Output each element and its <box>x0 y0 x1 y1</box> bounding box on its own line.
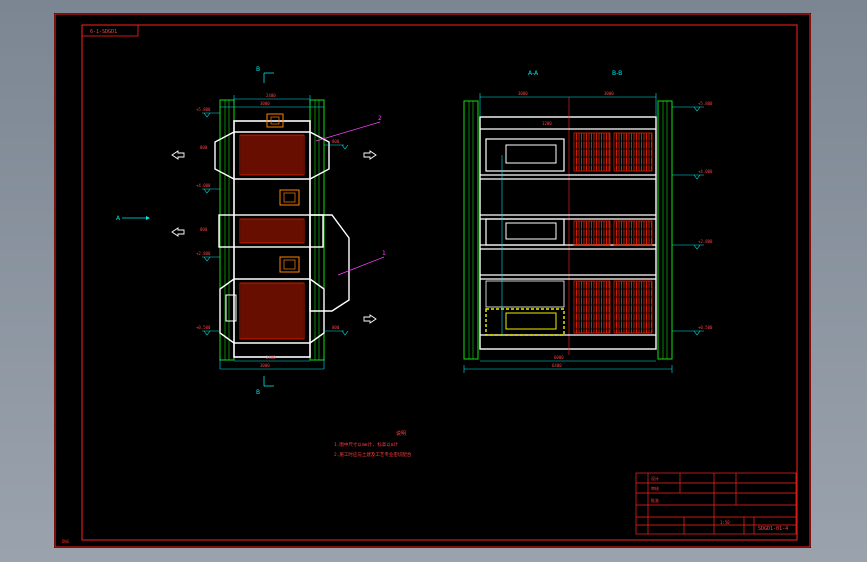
section-column-left <box>463 100 479 360</box>
svg-text:+0.500: +0.500 <box>698 325 713 330</box>
leader-line-2 <box>315 121 381 142</box>
leader-line-1 <box>337 256 385 276</box>
callout-2: 2 <box>378 115 382 122</box>
note-2: 2.施工时应与土建及工艺专业密切配合 <box>334 451 412 458</box>
svg-text:800: 800 <box>332 325 340 330</box>
svg-text:+4.000: +4.000 <box>196 183 211 188</box>
svg-text:3000: 3000 <box>604 91 614 96</box>
svg-text:+5.800: +5.800 <box>698 101 713 106</box>
section-dimensions <box>463 93 704 373</box>
plan-dimensions <box>202 95 344 370</box>
section-view[interactable]: A-A B-B <box>463 70 713 373</box>
title-scale: 1:50 <box>720 520 730 525</box>
plan-access-box-1 <box>266 113 284 128</box>
plan-elevation-marks <box>203 112 349 336</box>
svg-text:B: B <box>256 66 260 73</box>
section-filter-4 <box>573 280 611 334</box>
plan-filter-banks <box>239 134 305 340</box>
svg-text:+0.500: +0.500 <box>196 325 211 330</box>
cad-drawing-canvas[interactable]: 6-1-SDGD1 <box>54 13 811 548</box>
plan-duct-middle <box>218 214 324 248</box>
airflow-arrow-right-2 <box>363 314 377 324</box>
plan-view[interactable]: 2400 3000 2400 3000 +5.800 +4.000 +2.800… <box>116 66 386 396</box>
title-block[interactable] <box>635 472 797 535</box>
svg-text:800: 800 <box>200 145 208 150</box>
title-row-3: 批准 <box>651 497 659 503</box>
title-row-1: 设计 <box>651 475 659 481</box>
notes-title: 说明 <box>396 430 406 437</box>
svg-text:1200: 1200 <box>542 121 552 126</box>
chamber-lower-yellow <box>485 308 565 336</box>
plan-dim-labels: 2400 3000 2400 3000 +5.800 +4.000 +2.800… <box>196 93 340 368</box>
stamp-text: 6-1-SDGD1 <box>90 29 117 35</box>
drawing-sheet[interactable]: 6-1-SDGD1 <box>54 13 811 548</box>
chamber-upper <box>485 138 565 172</box>
section-b-label: B-B <box>612 70 622 77</box>
svg-text:6400: 6400 <box>552 363 562 368</box>
section-body <box>479 116 657 350</box>
svg-text:3000: 3000 <box>260 101 270 106</box>
view-indicator-b-top: B <box>256 66 274 83</box>
drawing-number: SDGD1-01-4 <box>758 526 788 532</box>
section-filter-5 <box>613 280 653 334</box>
section-column-right <box>657 100 673 360</box>
plan-duct-upper <box>214 131 330 180</box>
chamber-middle <box>485 218 565 246</box>
svg-text:+2.800: +2.800 <box>698 239 713 244</box>
plan-airflow-arrows <box>171 150 377 324</box>
section-filter-1 <box>613 132 653 172</box>
svg-text:800: 800 <box>332 139 340 144</box>
notes-block: 说明 1.图中尺寸以mm计, 标高以m计 2.施工时应与土建及工艺专业密切配合 <box>334 430 412 458</box>
inner-frame <box>81 24 798 541</box>
section-filter-banks <box>573 132 653 334</box>
section-dim-labels: 3000 3000 6000 6400 +5.800 +4.000 +2.800… <box>518 91 713 368</box>
svg-text:+5.800: +5.800 <box>196 107 211 112</box>
svg-text:6000: 6000 <box>554 355 564 360</box>
svg-text:+4.000: +4.000 <box>698 169 713 174</box>
stamp-box <box>81 24 139 37</box>
svg-text:800: 800 <box>200 227 208 232</box>
svg-text:2400: 2400 <box>266 93 276 98</box>
svg-text:A: A <box>116 215 121 222</box>
section-filter-2 <box>573 220 611 246</box>
section-filter-3 <box>613 220 653 246</box>
svg-text:+2.800: +2.800 <box>196 251 211 256</box>
section-filter-0 <box>573 132 611 172</box>
airflow-arrow-right-1 <box>363 150 377 160</box>
title-block-text: 设计 审核 批准 1:50 SDGD1-01-4 <box>651 475 788 532</box>
view-indicator-b-bottom: B <box>256 376 274 396</box>
airflow-arrow-left-1 <box>171 150 185 160</box>
svg-text:B: B <box>256 389 260 396</box>
plan-access-box-3 <box>279 256 300 273</box>
note-1: 1.图中尺寸以mm计, 标高以m计 <box>334 441 398 448</box>
view-indicator-a: A <box>116 215 150 222</box>
plan-access-box-2 <box>279 189 300 206</box>
corner-mark: DWG <box>62 539 70 544</box>
svg-text:3000: 3000 <box>260 363 270 368</box>
airflow-arrow-left-2 <box>171 227 185 237</box>
svg-text:2400: 2400 <box>266 355 276 360</box>
plan-duct-lower <box>219 278 325 344</box>
outer-frame <box>54 13 811 548</box>
section-elevation-marks <box>693 106 701 336</box>
svg-text:3000: 3000 <box>518 91 528 96</box>
section-a-label: A-A <box>528 70 539 77</box>
title-row-2: 审核 <box>651 485 659 491</box>
callout-1: 1 <box>382 250 386 257</box>
plan-duct-offset <box>309 214 350 312</box>
